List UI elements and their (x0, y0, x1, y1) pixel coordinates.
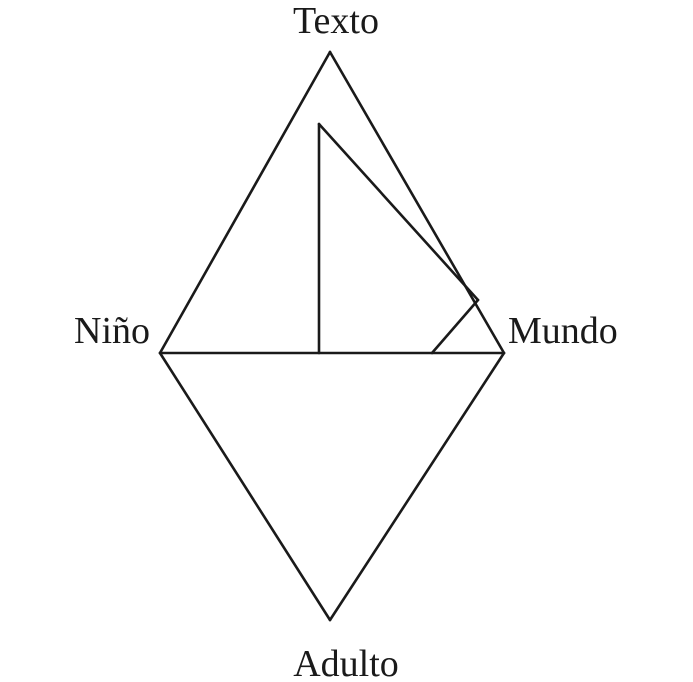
label-adulto: Adulto (293, 643, 399, 682)
label-nino: Niño (74, 310, 150, 352)
edge-texto-nino (158, 50, 332, 355)
edge-texto-mundo (328, 50, 506, 355)
inner-short-line (430, 298, 480, 355)
label-texto: Texto (293, 0, 379, 42)
inner-triangle (317, 122, 480, 355)
label-mundo: Mundo (508, 310, 618, 352)
edge-mundo-adulto (328, 351, 506, 622)
edge-nino-adulto (158, 351, 332, 622)
inner-diagonal-line (317, 122, 480, 302)
